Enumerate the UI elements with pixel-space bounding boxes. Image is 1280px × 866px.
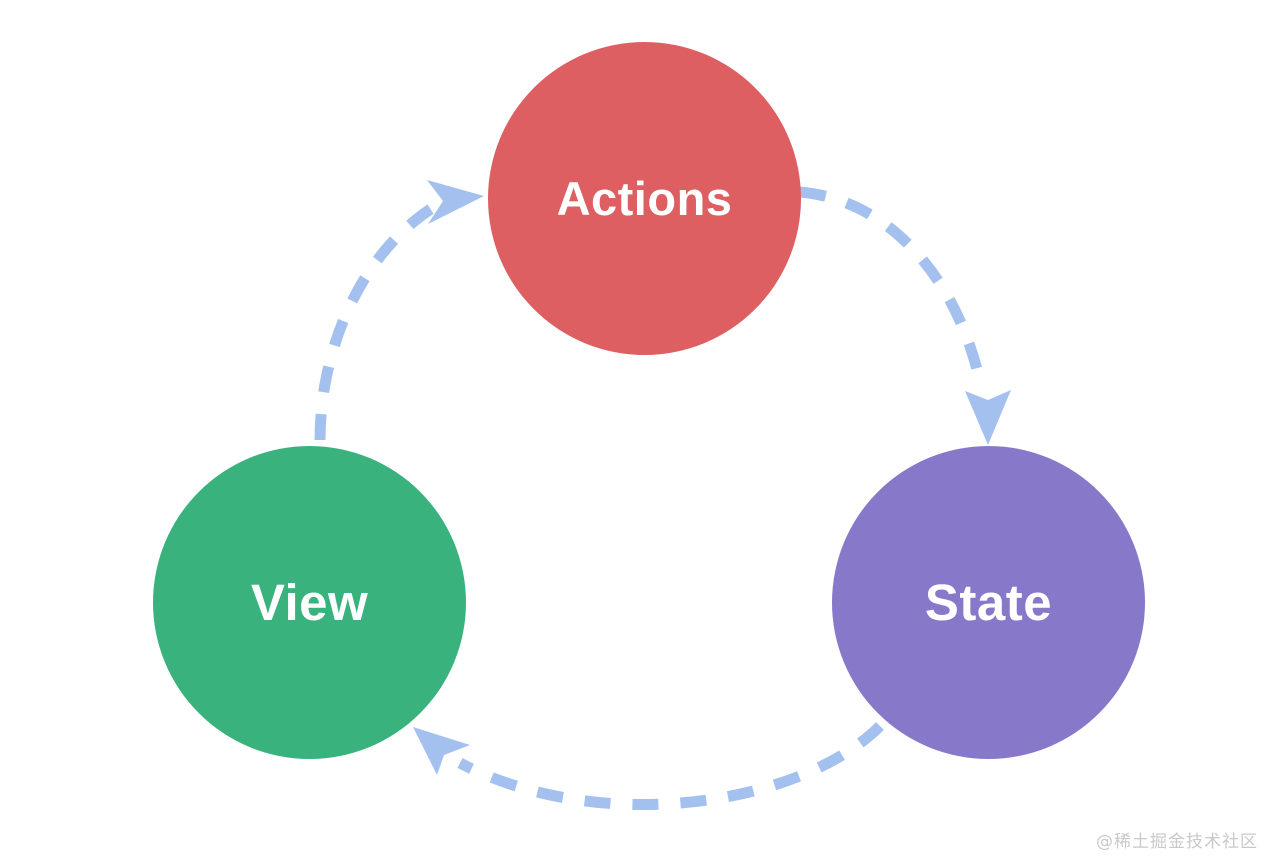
edge-actions-to-state-line (799, 186, 986, 384)
node-state-label: State (924, 574, 1053, 631)
node-view[interactable]: View (153, 446, 466, 759)
node-state[interactable]: State (832, 446, 1145, 759)
edge-state-to-view-line (457, 722, 884, 811)
edge-view-to-actions (314, 180, 484, 441)
edge-state-to-view (413, 722, 884, 811)
node-view-label: View (250, 574, 369, 631)
edge-state-to-view-arrowhead (413, 727, 470, 775)
watermark: @稀土掘金技术社区 (1096, 832, 1258, 852)
edge-view-to-actions-line (314, 200, 440, 441)
edge-actions-to-state-arrowhead (965, 390, 1011, 445)
node-actions[interactable]: Actions (488, 42, 801, 355)
node-actions-label: Actions (556, 172, 733, 225)
edge-view-to-actions-arrowhead (427, 180, 484, 224)
edge-actions-to-state (799, 186, 1011, 445)
